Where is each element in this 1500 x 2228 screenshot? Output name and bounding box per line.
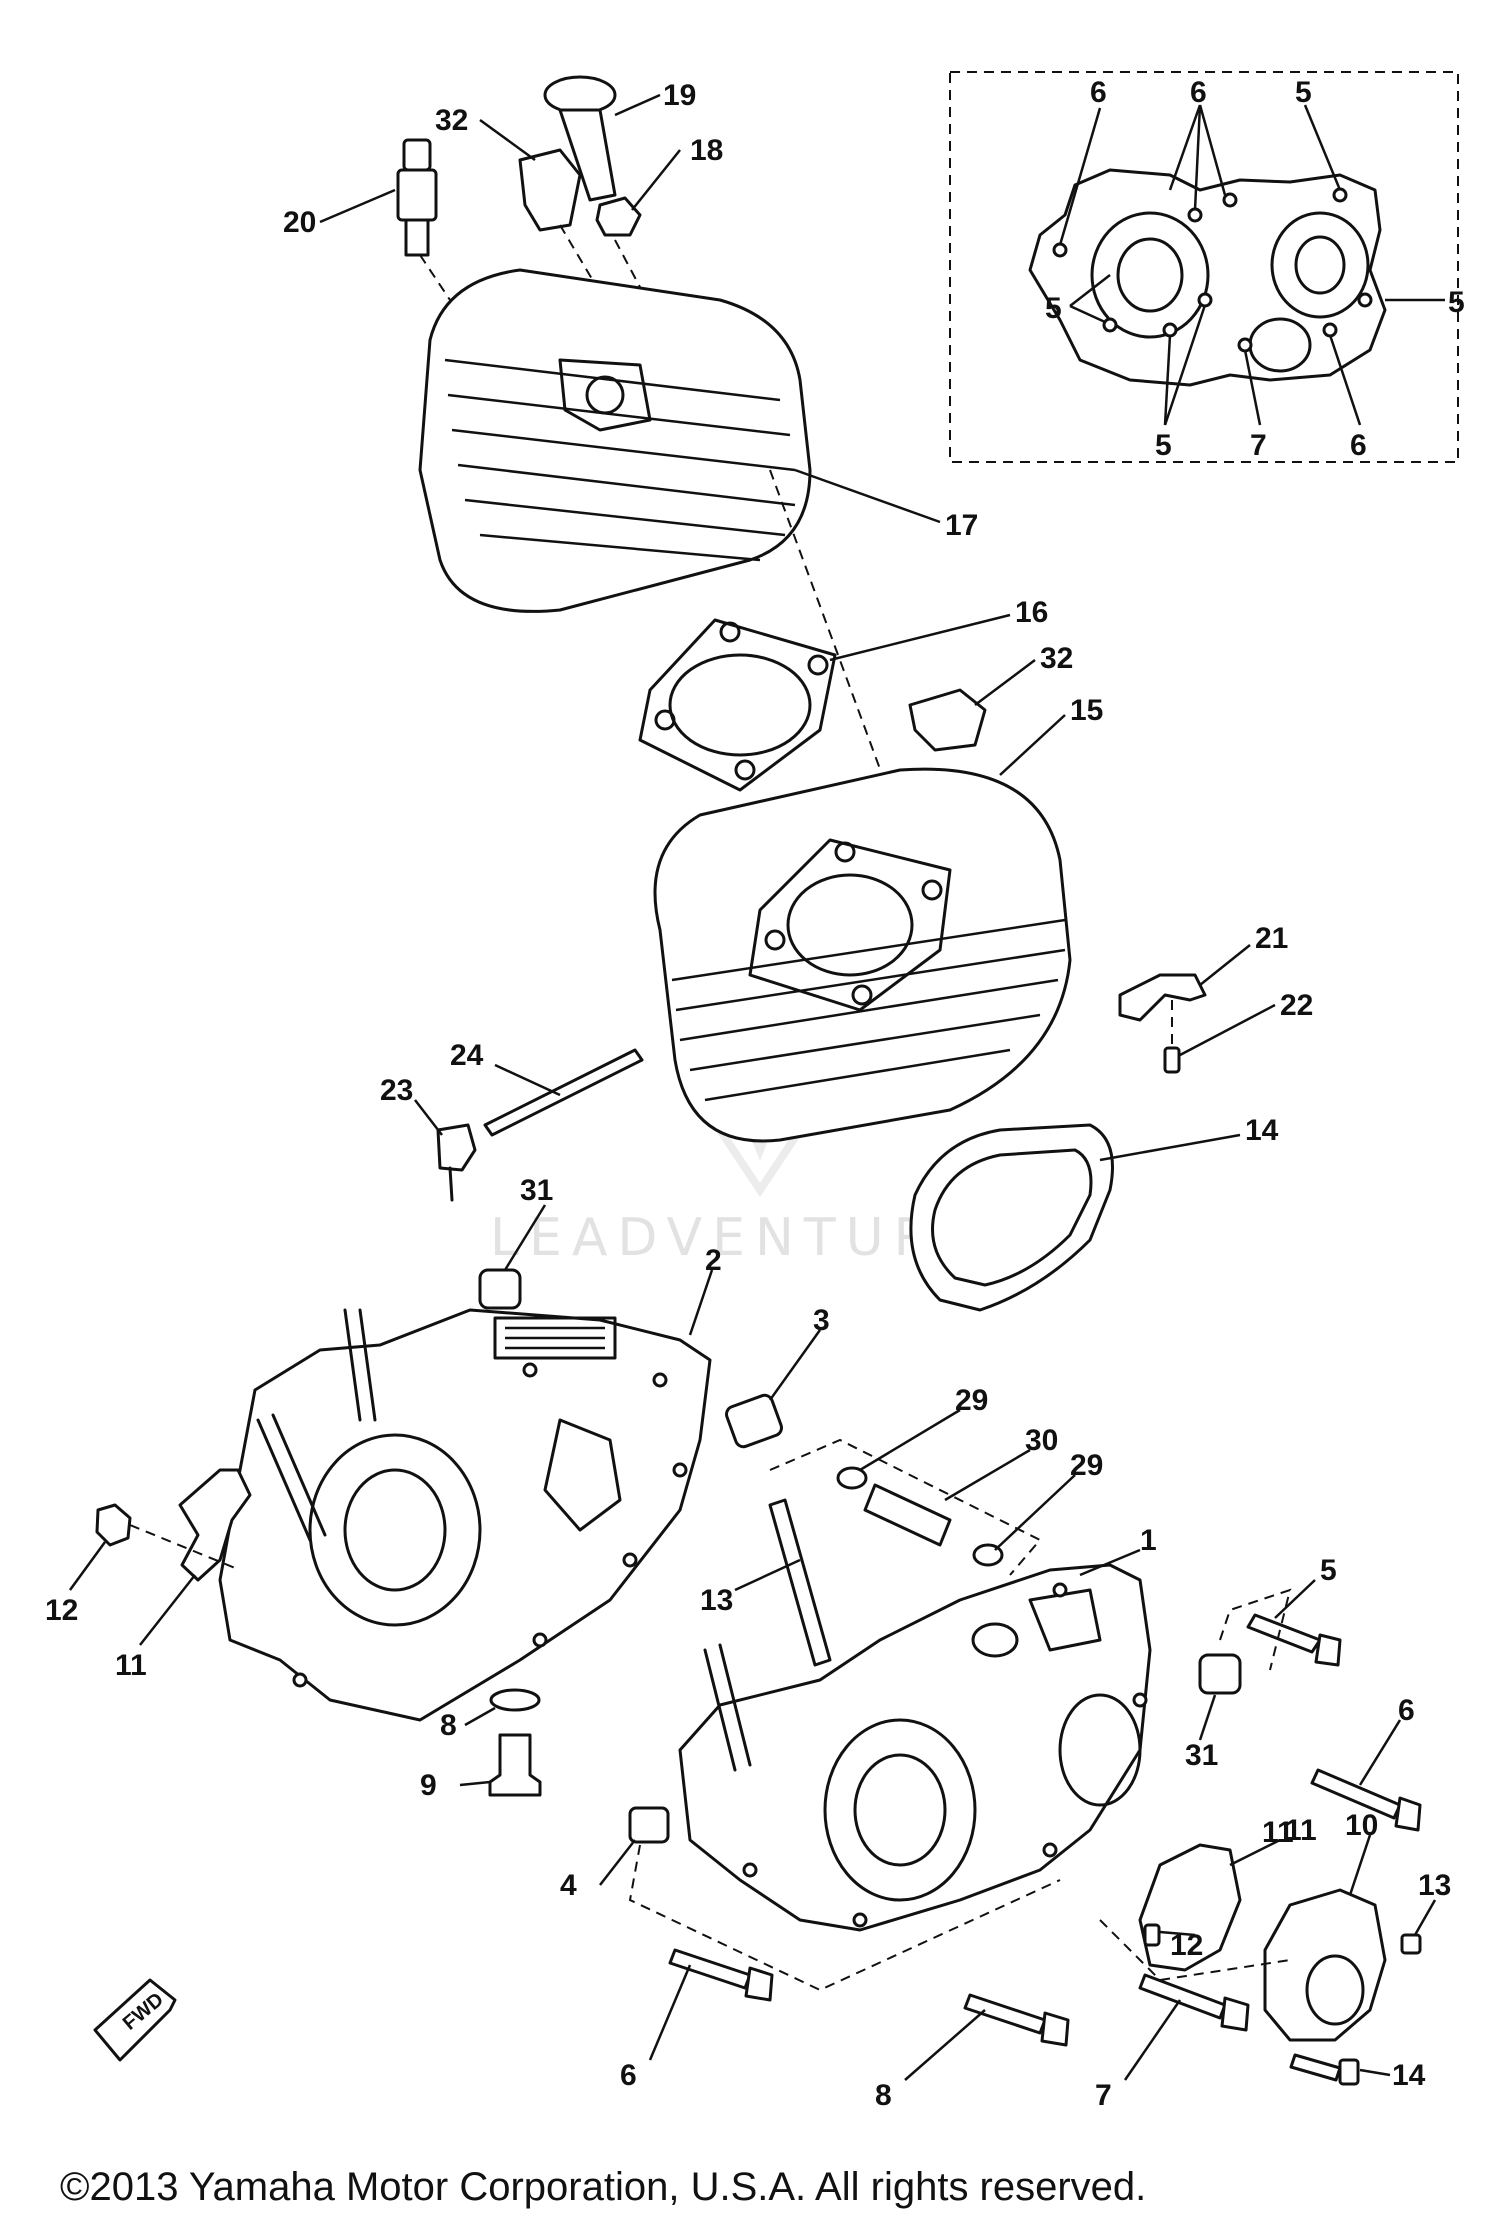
fwd-arrow-icon: FWD	[93, 1978, 177, 2062]
callout-28: 24	[450, 1039, 484, 1072]
screw-14	[1289, 2053, 1360, 2086]
callout-9: 9	[420, 1769, 437, 1802]
oring-29-right	[972, 1543, 1004, 1567]
callout-display-14: 14	[1392, 2059, 1426, 2092]
bolt-6-right	[1310, 1768, 1422, 1832]
callout-2: 2	[705, 1244, 722, 1277]
dowel-4	[628, 1806, 670, 1844]
callout-16: 12	[45, 1594, 78, 1627]
callout-31-upper: 31	[520, 1174, 553, 1207]
callout-6-right: 6	[1398, 1694, 1415, 1727]
oring-29-left	[836, 1466, 868, 1490]
inset-callout-5-bottom: 5	[1155, 429, 1172, 462]
callout-26: 22	[1280, 989, 1313, 1022]
callout-11-gasket: 11	[1285, 1814, 1317, 1847]
callout-10: 10	[1345, 1809, 1378, 1842]
inset-callout-5-top: 5	[1295, 76, 1312, 109]
callout-29-left: 29	[955, 1384, 988, 1417]
callout-display-13: 13	[1418, 1869, 1451, 1902]
callout-32-top: 32	[435, 104, 468, 137]
cover-labels-display: 11 12 13 14	[1170, 1816, 1451, 2092]
callout-20: 16	[1015, 596, 1048, 629]
callout-23: 19	[663, 79, 696, 112]
callout-31-lower: 31	[1185, 1739, 1218, 1772]
cylinder-head	[418, 268, 812, 613]
bracket-25	[1118, 973, 1207, 1022]
callout-32-lower: 32	[1040, 642, 1073, 675]
callout-29-right: 29	[1070, 1449, 1103, 1482]
left-crankcase-2	[218, 1308, 712, 1722]
callout-4: 4	[560, 1869, 577, 1902]
screw-13	[1400, 1933, 1422, 1955]
callout-22: 18	[690, 134, 723, 167]
bolt-7	[1138, 1973, 1250, 2032]
stud-28	[483, 1048, 644, 1137]
callout-25: 21	[1255, 922, 1288, 955]
callout-8-lower: 8	[875, 2079, 892, 2112]
callout-18: 14	[1245, 1114, 1279, 1147]
cap-32-top	[518, 148, 582, 232]
callout-6-left: 6	[620, 2059, 637, 2092]
callout-21: 17	[945, 509, 978, 542]
leader-lines	[68, 93, 1437, 2081]
dowel-3	[725, 1393, 783, 1449]
right-crankcase-1	[678, 1563, 1152, 1932]
gasket-11	[1138, 1843, 1242, 1972]
inset-callout-6-mid: 6	[1190, 76, 1207, 109]
watermark-text: LEADVENTURE	[490, 1208, 983, 1268]
cylinder-19	[653, 767, 1072, 1143]
screw-12	[1143, 1923, 1161, 1947]
fitting-27	[436, 1123, 477, 1202]
inset-callout-labels: 6 6 5 5 5 5 7 6	[1045, 76, 1465, 462]
pipe-30	[863, 1483, 952, 1547]
inset-callout-5-left: 5	[1045, 292, 1062, 325]
collar-31-upper	[478, 1268, 522, 1310]
drain-bolt-9	[488, 1733, 542, 1797]
inset-callout-6-bottom: 6	[1350, 429, 1367, 462]
inset-callout-7: 7	[1250, 429, 1267, 462]
screw-26	[1163, 1000, 1181, 1074]
bolt-8-lower	[963, 1993, 1070, 2047]
water-pump-cover-10	[1263, 1888, 1387, 2042]
inset-callout-5-right: 5	[1448, 286, 1465, 319]
callout-1: 1	[1140, 1524, 1157, 1557]
stud-17	[768, 1498, 832, 1667]
head-gasket-20	[638, 618, 837, 792]
callout-24: 20	[283, 206, 316, 239]
inset-callout-6-left: 6	[1090, 76, 1107, 109]
callout-5: 5	[1320, 1554, 1337, 1587]
callout-3: 3	[813, 1304, 830, 1337]
bolt-6-left	[668, 1948, 774, 2002]
bolt-5	[1246, 1613, 1342, 1667]
copyright-notice: ©2013 Yamaha Motor Corporation, U.S.A. A…	[60, 2165, 1146, 2209]
callout-15: 11	[115, 1649, 147, 1682]
collar-31-lower	[1198, 1653, 1242, 1695]
washer-8	[489, 1688, 541, 1712]
callout-labels: 20 32 19 18 17 16 32 15 21 22 14 24 23 3…	[45, 79, 1415, 2112]
callout-30: 30	[1025, 1424, 1058, 1457]
nut-22	[595, 196, 642, 237]
inset-crankcase-detail	[949, 71, 1459, 463]
bolt-16	[95, 1503, 132, 1547]
callout-27: 23	[380, 1074, 413, 1107]
callout-19: 15	[1070, 694, 1103, 727]
head-bolt-23	[543, 75, 617, 202]
callout-17: 13	[700, 1584, 733, 1617]
cylinder-base-gasket-18	[909, 1123, 1114, 1312]
callout-8-upper: 8	[440, 1709, 457, 1742]
callout-display-11: 11	[1262, 1816, 1294, 1849]
callout-display-12: 12	[1170, 1929, 1203, 1962]
callout-7: 7	[1095, 2079, 1112, 2112]
cap-32-lower	[908, 688, 987, 752]
